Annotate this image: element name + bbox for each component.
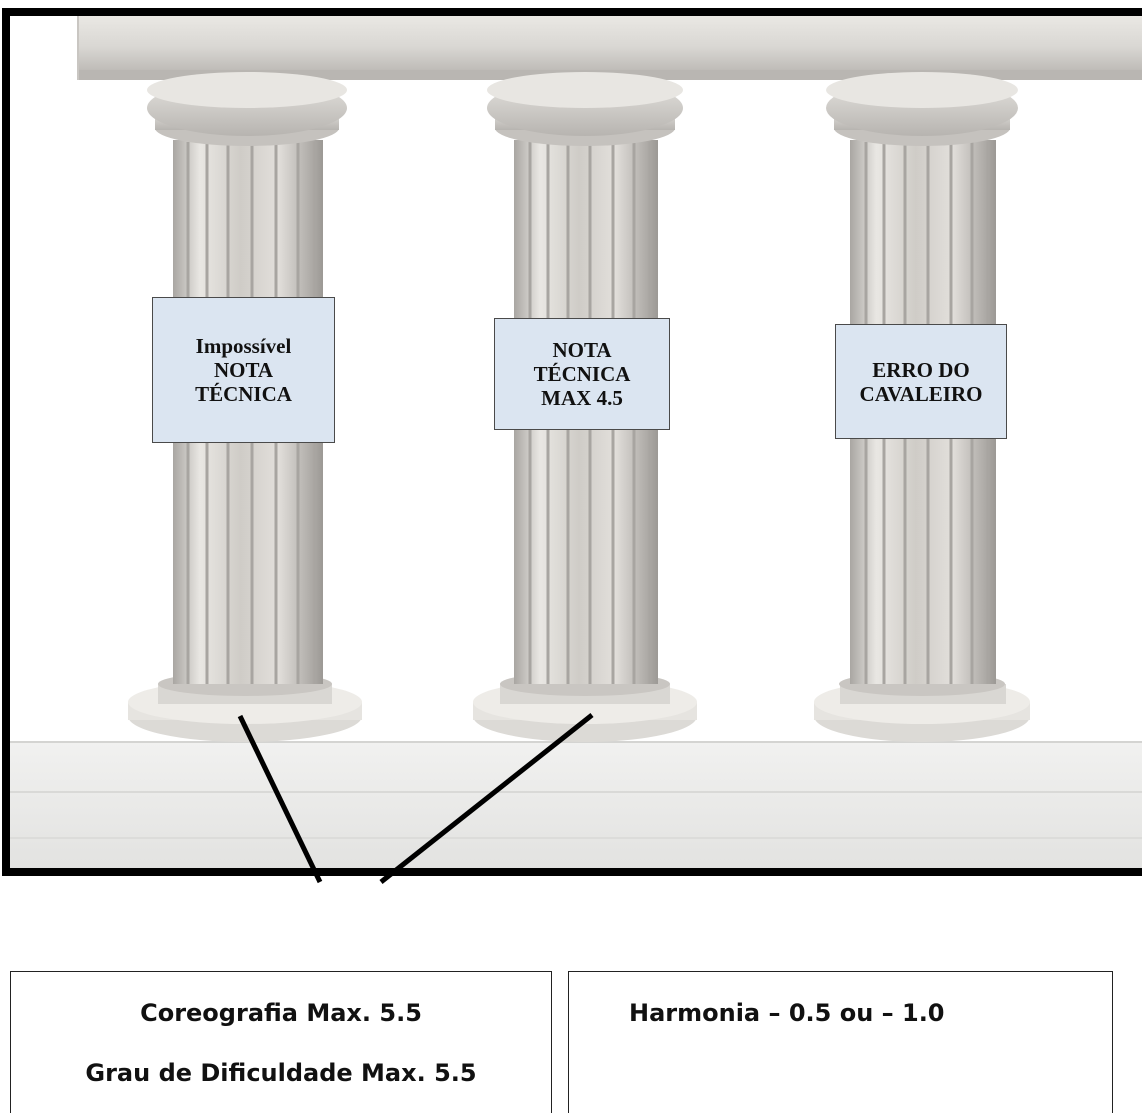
pillar-label-3: ERRO DO CAVALEIRO	[835, 324, 1007, 439]
pillar-3-line-2: CAVALEIRO	[859, 381, 983, 406]
score-box-left: Coreografia Max. 5.5 Grau de Dificuldade…	[10, 971, 552, 1113]
pillar-label-1: Impossível NOTA TÉCNICA	[152, 297, 335, 443]
connector-line-2	[379, 713, 594, 884]
pillar-2-line-1: NOTA	[552, 338, 612, 362]
image-frame	[2, 8, 1142, 876]
coreografia-text: Coreografia Max. 5.5	[140, 999, 422, 1027]
pillar-1-line-1: Impossível	[195, 334, 292, 358]
harmonia-text: Harmonia – 0.5 ou – 1.0	[629, 999, 945, 1027]
connector-line-1	[237, 714, 323, 884]
score-box-right: Harmonia – 0.5 ou – 1.0	[568, 971, 1113, 1113]
pillar-3-line-1: ERRO DO	[872, 357, 970, 382]
pillar-1-line-3: TÉCNICA	[195, 382, 292, 406]
entablature	[77, 12, 1142, 80]
pillar-label-2: NOTA TÉCNICA MAX 4.5	[494, 318, 670, 430]
pillar-2-line-3: MAX 4.5	[541, 386, 623, 410]
grau-dificuldade-text: Grau de Dificuldade Max. 5.5	[85, 1059, 477, 1087]
pillar-1-line-2: NOTA	[213, 358, 274, 382]
stylobate	[6, 741, 1142, 872]
pillar-2-line-2: TÉCNICA	[533, 362, 631, 386]
